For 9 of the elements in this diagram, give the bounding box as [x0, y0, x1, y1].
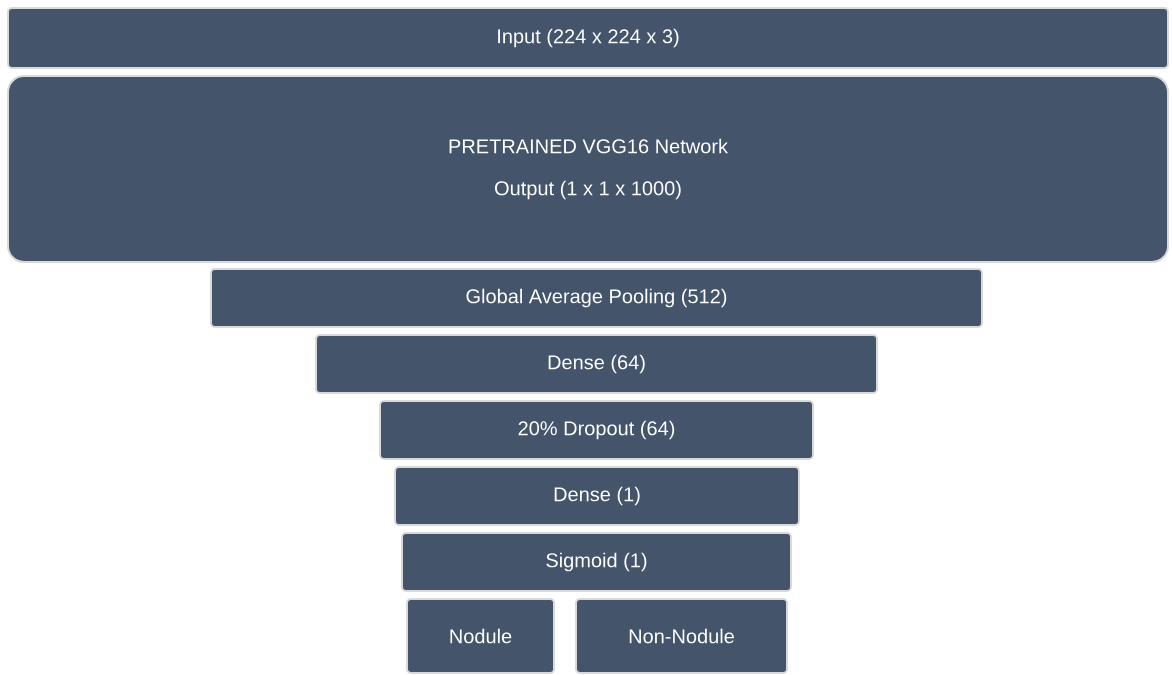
layer-box: Input (224 x 224 x 3)	[7, 7, 1169, 69]
layer-box: Sigmoid (1)	[401, 532, 792, 592]
layer-box: 20% Dropout (64)	[379, 400, 814, 460]
layer-box: Dense (64)	[315, 334, 878, 394]
layer-box: PRETRAINED VGG16 Network Output (1 x 1 x 1000)	[7, 75, 1169, 263]
layer-box: Global Average Pooling (512)	[210, 268, 983, 328]
layer-box: Dense (1)	[394, 466, 800, 526]
layer-box: Nodule	[406, 598, 555, 674]
layer-box: Non-Nodule	[575, 598, 788, 674]
